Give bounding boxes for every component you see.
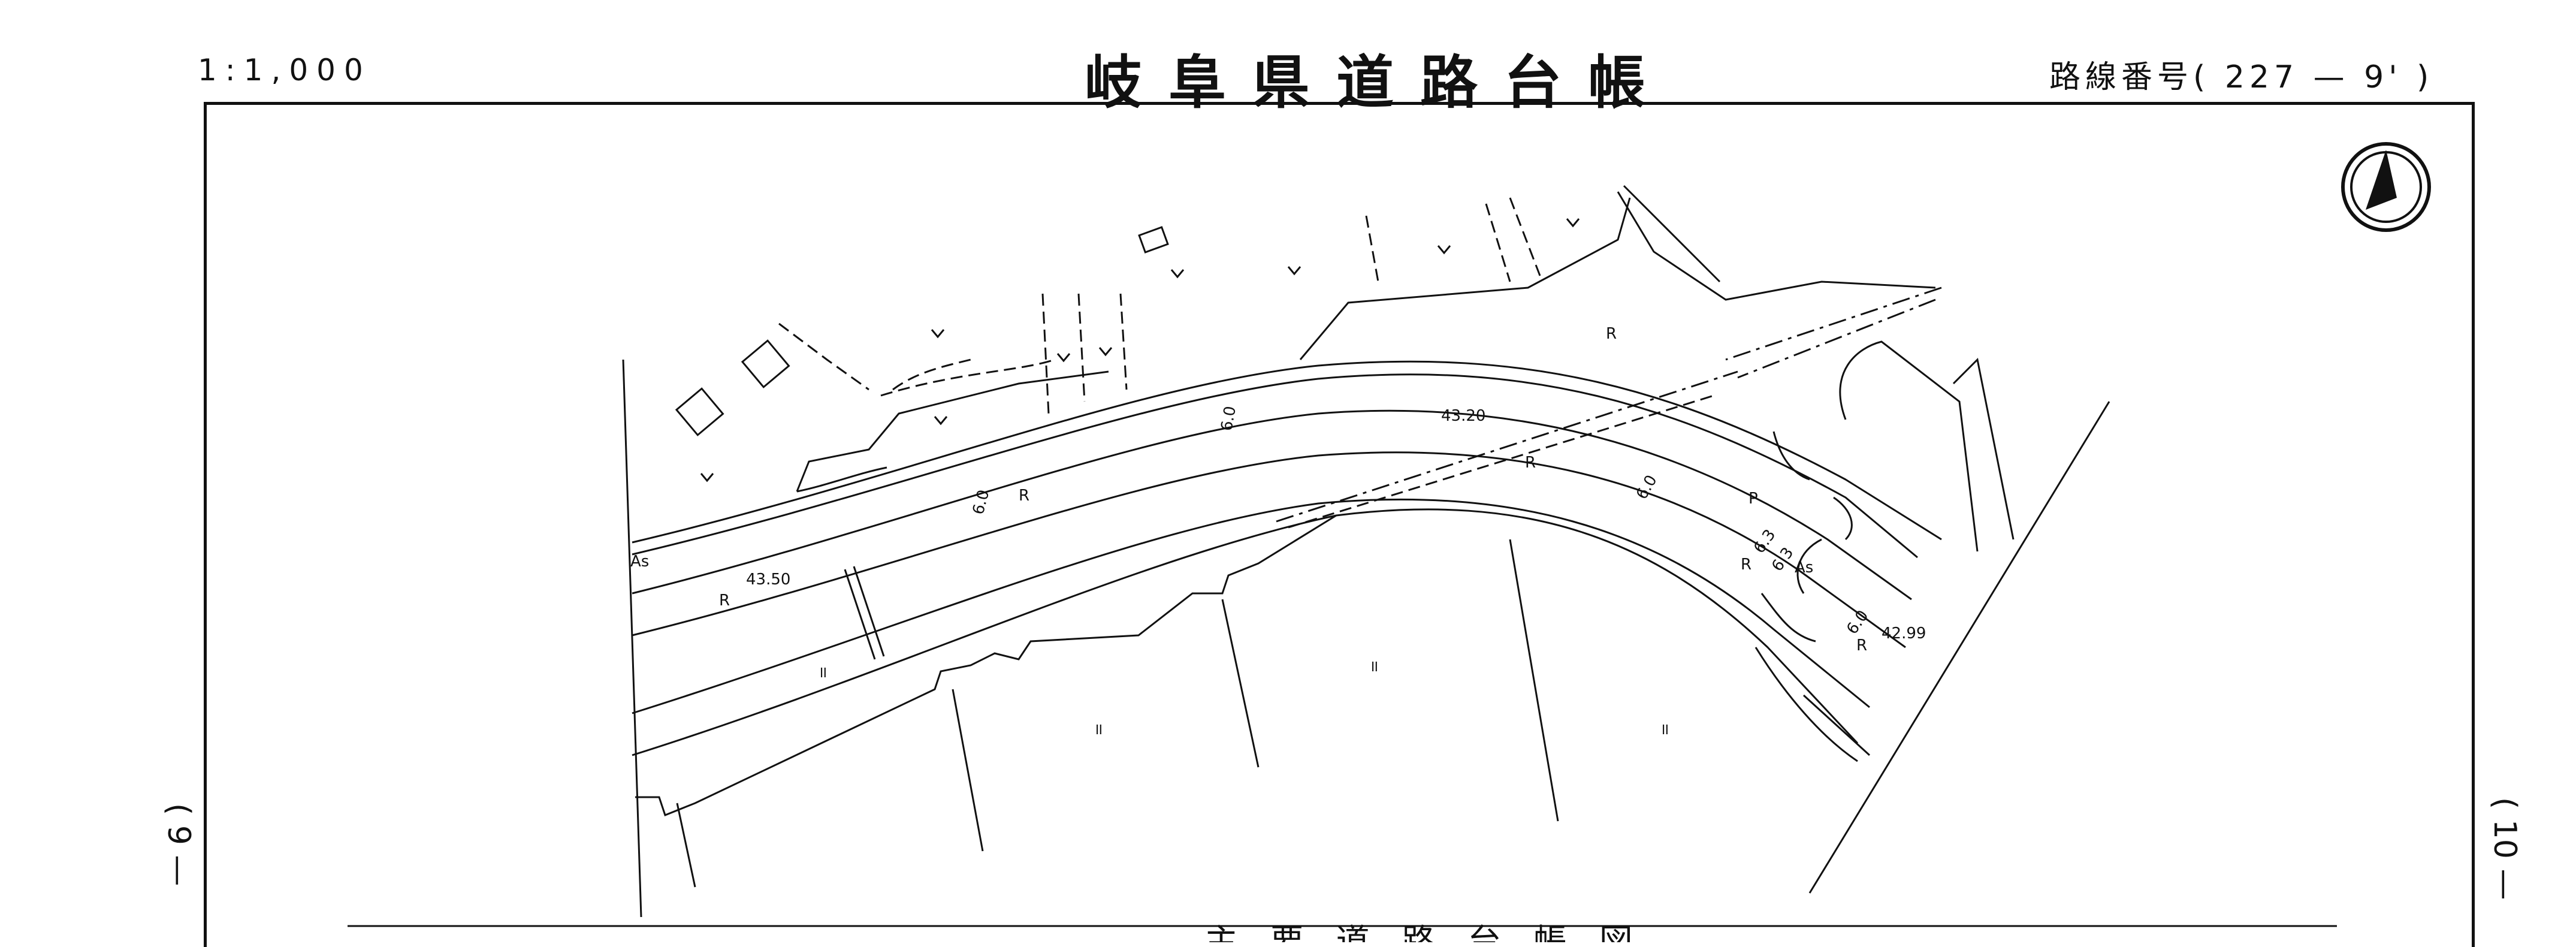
surface-as-left: As <box>630 553 649 571</box>
north-arrow-icon <box>2341 142 2431 232</box>
centerline-south <box>632 451 1906 649</box>
sheet-link-left: ( 9 — <box>161 803 197 886</box>
road-r-6: R <box>1856 637 1867 655</box>
road-edge-south-inner <box>632 498 1870 714</box>
parcel-boundary-1 <box>796 370 1109 492</box>
road-edge-north <box>632 360 1942 544</box>
width-label-f: 6.3 <box>1768 544 1797 575</box>
sheet-link-right: ( 10 — <box>2487 797 2523 900</box>
road-r-5: R <box>1741 556 1751 574</box>
bottom-caption: 主 要 道 路 台 帳 図 <box>1204 922 1644 942</box>
parcel-boundary-4 <box>1839 340 1979 552</box>
road-edge-north-inner <box>632 373 1918 559</box>
road-r-1: R <box>719 592 730 610</box>
centerline-north <box>632 409 1912 601</box>
surface-as-right: As <box>1795 559 1813 577</box>
lot-mark-2: ॥ <box>1094 720 1103 738</box>
road-r-3: R <box>1525 454 1536 472</box>
map-frame <box>204 102 2475 947</box>
road-edge-south <box>632 508 1859 756</box>
width-label-b: 6.0 <box>1218 405 1240 432</box>
route-number: 路線番号( 227 — 9' ) <box>2049 59 2434 95</box>
lot-mark-1: ॥ <box>818 663 828 681</box>
width-label-d: 6.0 <box>1843 607 1872 638</box>
parcel-boundary-2 <box>1299 197 1631 360</box>
parcel-boundary-south <box>635 514 1337 816</box>
road-r-2: R <box>1019 487 1029 505</box>
lot-mark-3: ॥ <box>1369 658 1379 675</box>
width-label-e: 6.3 <box>1750 526 1779 557</box>
width-label-a: 6.0 <box>970 488 993 517</box>
elevation-left: 43.50 <box>746 571 790 589</box>
road-r-4: R <box>1606 325 1617 343</box>
parcel-boundary-5 <box>1808 401 2110 894</box>
p-mark: P <box>1748 490 1758 508</box>
drawing-left-edge <box>622 359 642 918</box>
page-title: 岐阜県道路台帳 <box>1085 49 1672 116</box>
width-label-c: 6.0 <box>1633 472 1661 503</box>
vegetation-symbols <box>700 218 1580 482</box>
map-scale: 1:1,000 <box>198 53 372 88</box>
elevation-center: 43.20 <box>1441 407 1485 425</box>
lot-mark-4: ॥ <box>1660 720 1669 738</box>
parcel-boundary-3 <box>1617 191 1936 301</box>
elevation-right: 42.99 <box>1882 625 1926 643</box>
